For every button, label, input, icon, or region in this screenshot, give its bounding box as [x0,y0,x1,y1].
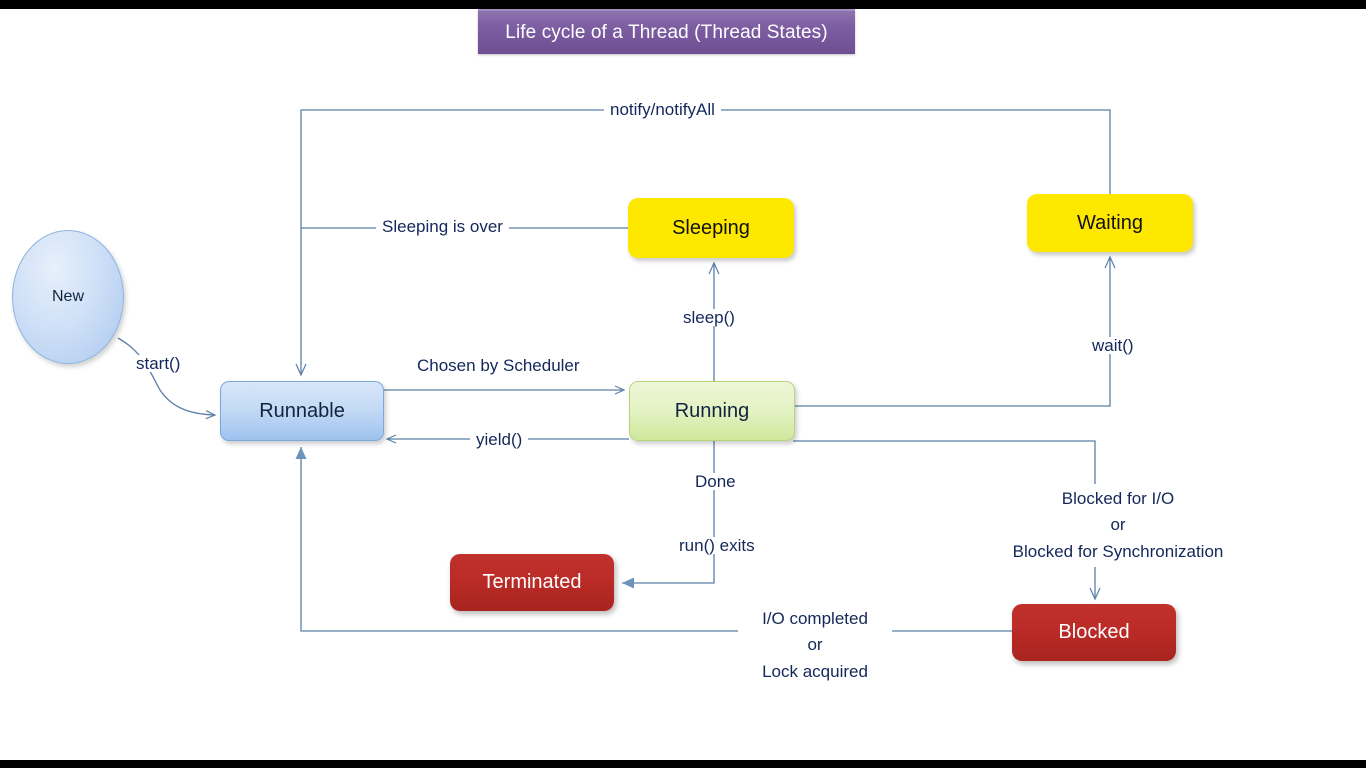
state-node-new[interactable]: New [12,230,124,364]
state-label-new: New [51,288,84,305]
edge-label-blocked-for-io-line1: Blocked for I/O [1061,489,1175,508]
edge-start [117,337,217,420]
edge-label-start: start() [130,355,187,372]
state-node-waiting[interactable]: Waiting [1027,194,1193,252]
state-node-blocked[interactable]: Blocked [1012,604,1176,661]
letterbox-bottom [0,760,1366,768]
state-node-terminated[interactable]: Terminated [450,554,614,611]
edge-label-blocked-for-io-line2: or [1110,515,1126,535]
page-title: Life cycle of a Thread (Thread States) [505,21,828,43]
state-label-running: Running [674,399,750,422]
state-label-waiting: Waiting [1077,211,1143,234]
state-label-sleeping: Sleeping [672,216,750,239]
edge-label-sleeping-is-over: Sleeping is over [376,218,509,235]
edge-label-blocked-for-io-line3: Blocked for Synchronization [1012,541,1224,561]
edge-label-io-completed-line2: or [807,635,823,655]
edge-label-sleep: sleep() [677,309,741,326]
state-node-running[interactable]: Running [629,381,795,441]
edge-label-done: Done [689,473,742,490]
edge-io-completed [295,447,1012,632]
edge-label-chosen-by-scheduler: Chosen by Scheduler [411,357,586,374]
edge-label-io-completed-line1: I/O completed [762,609,868,628]
state-label-terminated: Terminated [482,571,582,593]
edge-label-io-completed-line3: Lock acquired [762,661,868,681]
letterbox-top [0,0,1366,9]
edge-wait [793,255,1116,407]
edge-label-run-exits: run() exits [673,537,761,554]
state-label-runnable: Runnable [259,399,345,422]
edge-label-io-completed: I/O completed or Lock acquired [738,604,892,688]
state-node-runnable[interactable]: Runnable [220,381,384,441]
edge-label-notify-notifyall: notify/notifyAll [604,101,721,118]
edge-label-yield: yield() [470,431,529,448]
diagram-title-bar: Life cycle of a Thread (Thread States) [478,9,855,54]
state-label-blocked: Blocked [1058,621,1130,643]
state-node-sleeping[interactable]: Sleeping [628,198,794,258]
edge-done-run-exits [622,439,715,589]
edge-label-blocked-for-io: Blocked for I/O or Blocked for Synchroni… [982,484,1254,568]
edge-label-wait: wait() [1086,337,1140,354]
